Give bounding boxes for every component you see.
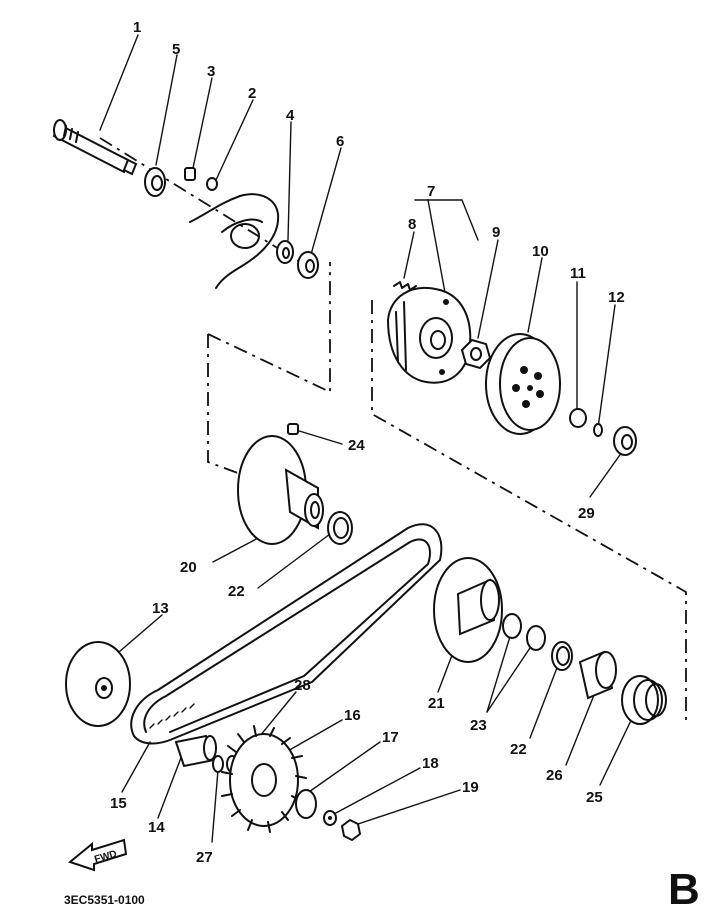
part-5-bearing [144,167,166,197]
part-13-sliding-sheave [65,641,131,727]
callout-10: 10 [532,243,549,260]
part-26-guide [578,650,617,700]
part-22-collar-upper [327,511,353,545]
callout-19: 19 [462,779,479,796]
leader-lines [99,34,637,843]
callout-3: 3 [207,63,215,80]
part-16-fan-sheave [221,725,307,833]
callout-20: 20 [180,559,197,576]
fwd-direction-arrow: FWD [67,838,128,872]
part-11-nut [569,408,587,428]
part-20-fixed-sheave [237,435,324,545]
callout-labels: 1 2 3 4 5 6 7 8 9 10 11 12 13 14 15 16 1… [110,19,625,866]
callout-25: 25 [586,789,603,806]
part-19-nut [340,818,362,842]
part-15-v-belt [130,523,443,745]
callout-1: 1 [133,19,141,36]
part-10-clutch-housing [485,333,561,435]
section-letter: B [668,865,700,914]
callout-15: 15 [110,795,127,812]
callout-18: 18 [422,755,439,772]
callout-11: 11 [570,265,586,282]
callout-5: 5 [172,41,180,58]
callout-17: 17 [382,729,399,746]
callout-26: 26 [546,767,563,784]
part-24-plug [287,423,299,435]
callout-14: 14 [148,819,165,836]
part-27-washer [212,755,224,773]
drawing-code: 3EC5351-0100 [64,893,145,907]
callout-22-lower: 22 [510,741,527,758]
callout-12: 12 [608,289,625,306]
part-12-washer [593,423,603,437]
part-29-bearing [613,426,637,456]
part-1-shaft [52,119,138,176]
callout-4: 4 [286,107,295,124]
part-2-washer [206,177,218,191]
part-21-secondary-sheave [433,557,503,663]
callout-6: 6 [336,133,344,150]
part-6-nut [297,251,319,279]
callout-13: 13 [152,600,169,617]
callout-21: 21 [428,695,445,712]
callout-7: 7 [427,183,435,200]
part-17-gear [295,789,317,819]
callout-16: 16 [344,707,361,724]
callout-24: 24 [348,437,365,454]
part-18-washer [323,810,337,826]
callout-27: 27 [196,849,213,866]
crankcase-fragment [189,193,280,289]
part-23-o-rings [502,613,546,651]
part-3-bolt [184,167,196,181]
callout-28: 28 [294,677,311,694]
callout-29: 29 [578,505,595,522]
part-22-collar-lower [551,641,573,671]
part-4-bearing [276,240,294,264]
callout-8: 8 [408,216,416,233]
part-25-compression-spring [621,675,667,725]
part-14-collar [174,734,217,768]
callout-23: 23 [470,717,487,734]
callout-9: 9 [492,224,500,241]
callout-22-upper: 22 [228,583,245,600]
part-7-clutch-carrier [386,287,472,384]
callout-2: 2 [248,85,256,102]
